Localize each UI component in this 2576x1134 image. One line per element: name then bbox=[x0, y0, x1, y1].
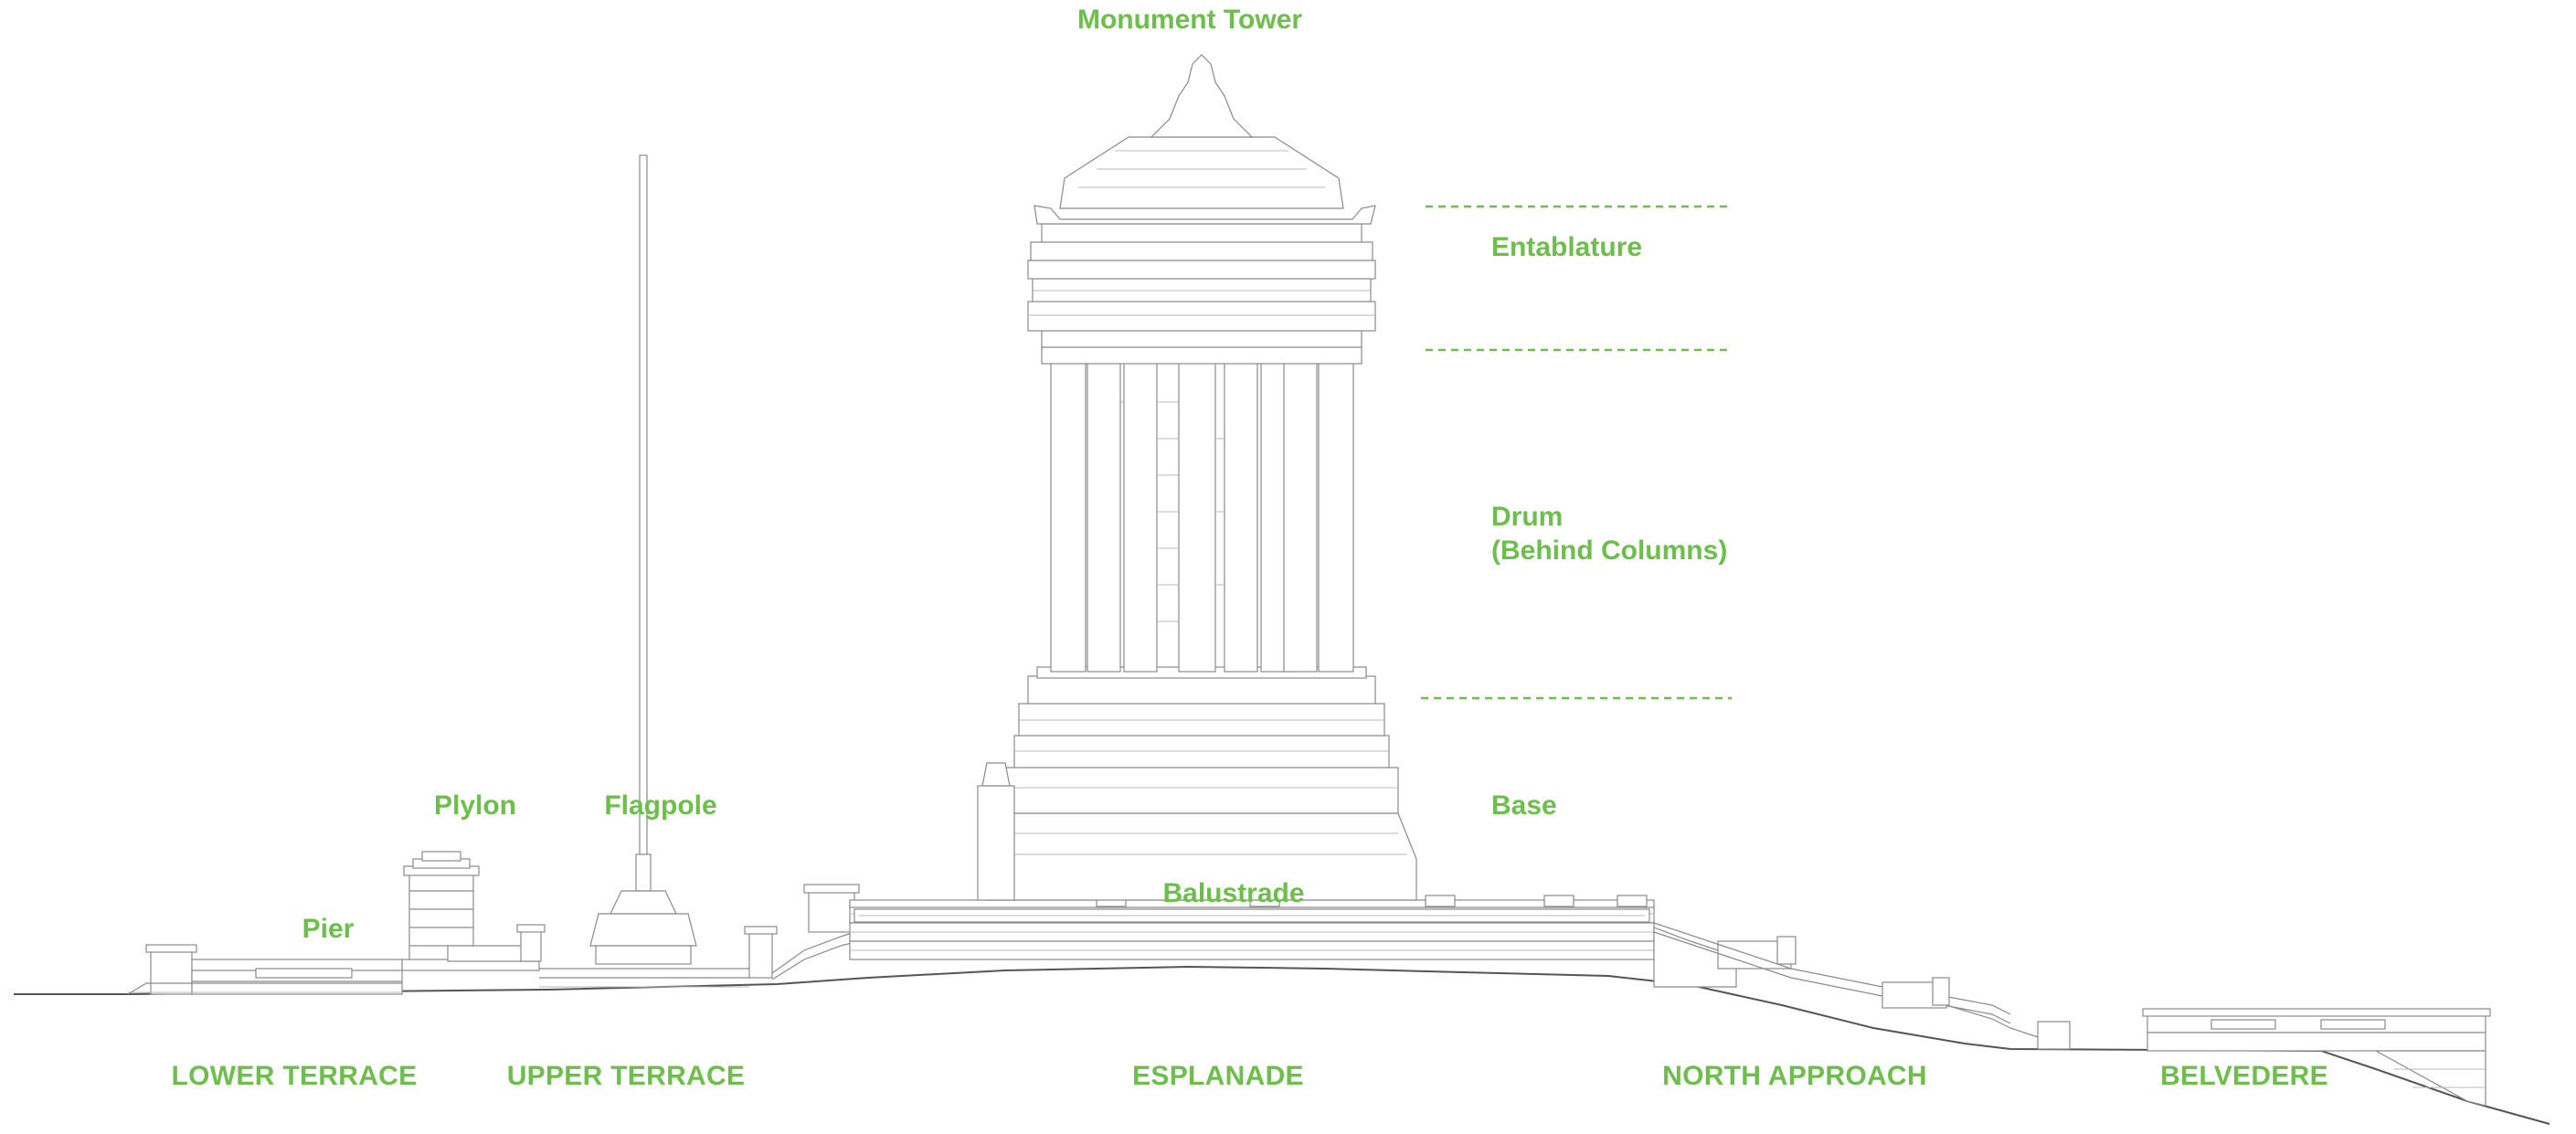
label-balustrade: Balustrade bbox=[1162, 878, 1304, 908]
label-pier: Pier bbox=[302, 914, 355, 944]
plylon-structure bbox=[401, 851, 546, 971]
lower-terrace-structure bbox=[127, 944, 403, 995]
label-plylon: Plylon bbox=[434, 790, 516, 821]
zone-lower-terrace: LOWER TERRACE bbox=[172, 1061, 418, 1091]
north-approach-structure bbox=[1653, 922, 2071, 1050]
zone-upper-terrace: UPPER TERRACE bbox=[507, 1061, 746, 1091]
label-flagpole: Flagpole bbox=[604, 790, 716, 821]
esplanade-left-stairs bbox=[744, 884, 860, 980]
label-drum-behind-columns: (Behind Columns) bbox=[1491, 535, 1727, 566]
zone-esplanade: ESPLANADE bbox=[1132, 1061, 1304, 1091]
zone-belvedere: BELVEDERE bbox=[2160, 1061, 2328, 1091]
flagpole-structure bbox=[539, 154, 749, 988]
label-entablature: Entablature bbox=[1491, 232, 1642, 262]
zone-north-approach: NORTH APPROACH bbox=[1662, 1061, 1927, 1091]
label-base: Base bbox=[1491, 790, 1557, 821]
monument-tower-structure bbox=[977, 54, 1417, 901]
section-guides bbox=[1421, 205, 1732, 700]
belvedere-structure bbox=[2142, 1008, 2491, 1107]
label-monument-tower: Monument Tower bbox=[1077, 5, 1302, 35]
label-drum: Drum bbox=[1491, 502, 1563, 532]
